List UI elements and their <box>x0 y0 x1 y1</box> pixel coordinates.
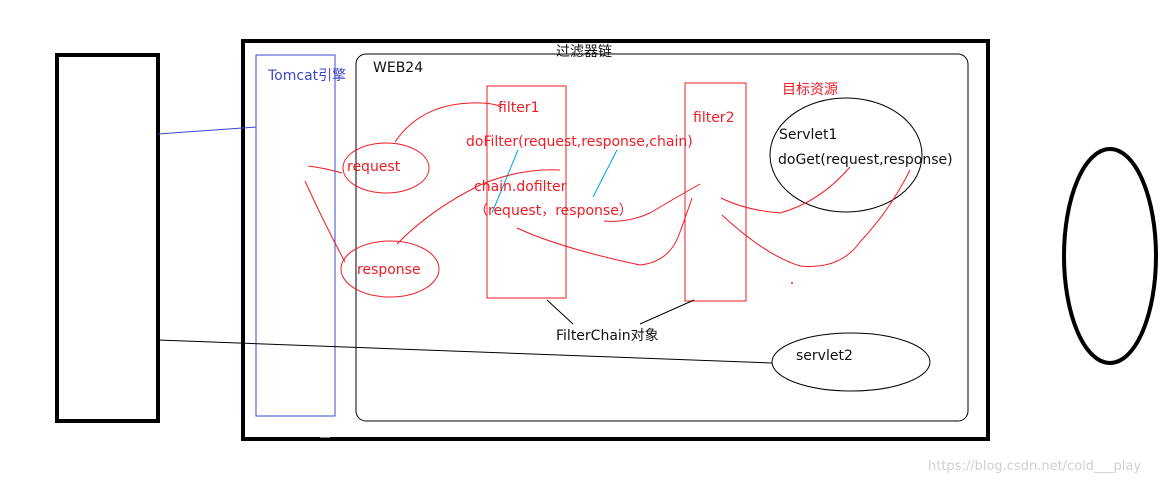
cyan-link-1 <box>491 149 519 214</box>
outside-ellipse <box>1062 147 1158 365</box>
request-flow <box>307 102 851 222</box>
servlet1-name-label: Servlet1 <box>779 127 838 143</box>
web-app-box <box>355 53 969 422</box>
servlet2-ellipse <box>771 332 931 392</box>
filter1-box <box>486 85 567 299</box>
web-app-label: WEB24 <box>373 60 424 76</box>
servlet1-method-label: doGet(request,response) <box>778 152 953 168</box>
filter-chain-title: 过滤器链 <box>556 44 612 60</box>
tomcat-engine-box <box>255 54 336 417</box>
servlet1-ellipse <box>769 97 923 213</box>
target-resource-label: 目标资源 <box>782 82 838 98</box>
client-servlet2-line <box>157 339 773 364</box>
chain-left-pointer <box>546 299 574 325</box>
chain-right-pointer <box>639 299 695 325</box>
response-label: response <box>357 262 421 278</box>
watermark: https://blog.csdn.net/cold___play <box>928 459 1142 474</box>
cyan-link-2 <box>592 149 618 198</box>
request-label: request <box>347 159 401 175</box>
chain-dofilter-label: chain.dofilter <box>474 179 567 195</box>
response-flow <box>304 169 911 267</box>
client-box <box>55 53 160 423</box>
stray-dot <box>791 282 793 284</box>
servlet2-label: servlet2 <box>796 348 853 364</box>
server-box <box>241 39 990 441</box>
filter-chain-object-label: FilterChain对象 <box>556 328 659 344</box>
tomcat-engine-label: Tomcat引擎 <box>268 68 347 84</box>
request-ellipse <box>342 142 430 194</box>
client-tomcat-line <box>157 126 257 135</box>
do-filter-call-label: doFilter(request,response,chain) <box>466 134 693 150</box>
filter1-label: filter1 <box>498 100 540 116</box>
response-ellipse <box>340 240 440 298</box>
filter2-label: filter2 <box>693 110 735 126</box>
chain-dofilter-args-label: （request，response） <box>474 203 633 219</box>
